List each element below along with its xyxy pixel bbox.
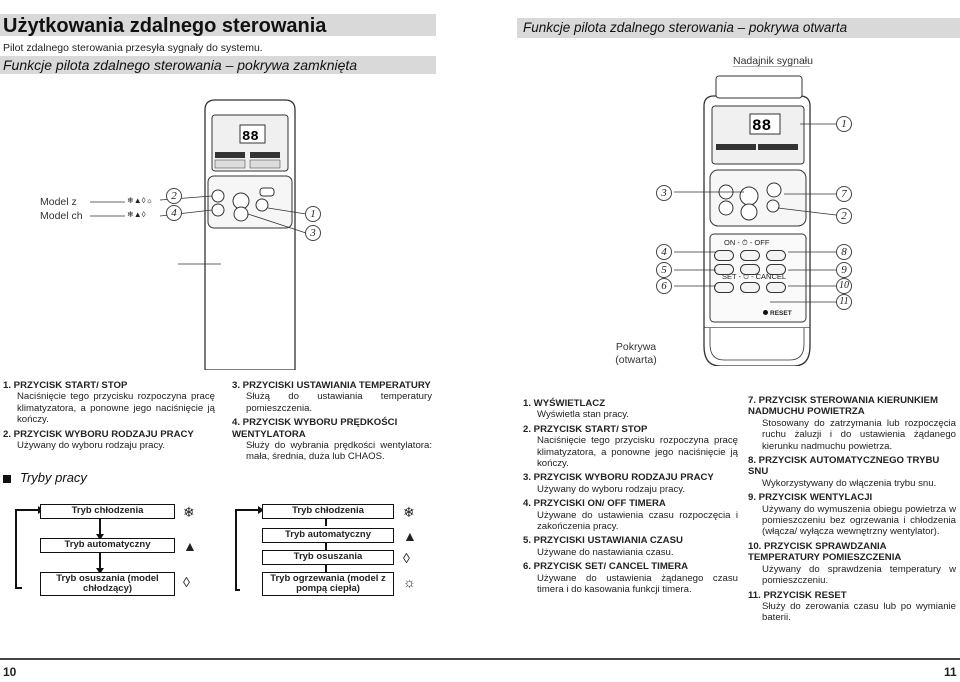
r-item-11-body: Służy do zerowania czasu lub po wymianie… — [762, 600, 956, 624]
mode-icons-small: ❄▲◊☼❄▲◊ — [127, 196, 153, 219]
mode-cycle-arrows-cool — [15, 506, 327, 591]
item-1-body: Naciśnięcie tego przycisku rozpoczyna pr… — [17, 391, 215, 426]
callout-r6: 6 — [656, 278, 672, 294]
right-col-1: 1. WYŚWIETLACZ Wyświetla stan pracy. 2. … — [523, 398, 738, 599]
mode-heat-2: Tryb automatyczny — [262, 528, 394, 543]
cover-label: Pokrywa (otwarta) — [615, 341, 657, 366]
r-item-10-body: Używany do sprawdzenia temperatury w pom… — [762, 563, 956, 587]
item-2-heading: 2. PRZYCISK WYBORU RODZAJU PRACY — [3, 428, 194, 440]
square-bullet-icon — [3, 475, 11, 483]
right-section-title: Funkcje pilota zdalnego sterowania – pok… — [523, 20, 848, 35]
callout-r9: 9 — [836, 262, 852, 278]
page-title: Użytkowania zdalnego sterowania — [3, 15, 327, 37]
timer-off-button — [714, 264, 734, 275]
model-label-1: Model z — [40, 196, 77, 208]
r-item-7-heading: 7. PRZYCISK STEROWANIA KIERUNKIEM NADMUC… — [748, 395, 938, 418]
tryby-heading: Tryby pracy — [20, 470, 87, 485]
left-subtitle: Pilot zdalnego sterowania przesyła sygna… — [3, 42, 263, 54]
callout-r5: 5 — [656, 262, 672, 278]
room-temp-button — [766, 282, 786, 293]
page-number-right: 11 — [944, 665, 957, 679]
callout-lines-right — [674, 123, 845, 303]
mode-cool-2: Tryb automatyczny — [40, 538, 175, 553]
r-item-8-heading: 8. PRZYCISK AUTOMATYCZNEGO TRYBU SNU — [748, 455, 940, 478]
r-item-11-heading: 11. PRZYCISK RESET — [748, 589, 847, 601]
timer-down-button — [740, 264, 760, 275]
r-item-1-body: Wyświetla stan pracy. — [537, 409, 629, 421]
vent-button — [766, 264, 786, 275]
right-section-bar — [517, 18, 960, 38]
callout-2: 2 — [166, 188, 182, 204]
left-title-bar — [0, 14, 436, 36]
model-label-2: Model ch — [40, 210, 83, 222]
timer-on-button — [714, 250, 734, 261]
r-item-4-heading: 4. PRZYCISKI ON/ OFF TIMERA — [523, 498, 666, 510]
page-number-left: 10 — [3, 665, 17, 679]
set-cancel-timer-label: SET - ⏱ - CANCEL — [722, 272, 787, 281]
callout-r11: 11 — [836, 294, 852, 310]
callout-3: 3 — [305, 225, 321, 241]
auto-mode-icon: ▲ — [183, 538, 197, 554]
timer-up-button — [740, 250, 760, 261]
callout-r3: 3 — [656, 185, 672, 201]
snowflake-icon: ❄ — [183, 504, 195, 520]
callout-1: 1 — [305, 206, 321, 222]
callout-r1: 1 — [836, 116, 852, 132]
r-item-9-heading: 9. PRZYCISK WENTYLACJI — [748, 492, 873, 504]
reset-label: RESET — [770, 310, 792, 317]
r-item-4-body: Używane do ustawienia czasu rozpoczęcia … — [537, 509, 738, 533]
callout-r10: 10 — [836, 278, 852, 294]
r-item-8-body: Wykorzystywany do włączenia trybu snu. — [762, 477, 937, 489]
mode-heat-4: Tryb ogrzewania (model z pompą ciepła) — [262, 572, 394, 596]
on-off-timer-label: ON - ⏱ - OFF — [724, 238, 770, 247]
r-item-3-body: Używany do wyboru rodzaju pracy. — [537, 483, 686, 495]
left-col-1: 1. PRZYCISK START/ STOP Naciśnięcie tego… — [3, 380, 215, 454]
callout-r8: 8 — [836, 244, 852, 260]
timer-cancel-button — [740, 282, 760, 293]
sun-icon: ☼ — [403, 574, 416, 590]
r-item-7-body: Stosowany do zatrzymania lub rozpoczęcia… — [762, 417, 956, 452]
right-col-2: 7. PRZYCISK STEROWANIA KIERUNKIEM NADMUC… — [748, 395, 956, 627]
reset-button — [763, 310, 768, 315]
r-item-5-heading: 5. PRZYCISKI USTAWIANIA CZASU — [523, 535, 683, 547]
callout-r2: 2 — [836, 208, 852, 224]
mode-heat-3: Tryb osuszania — [262, 550, 394, 565]
left-section-title: Funkcje pilota zdalnego sterowania – pok… — [3, 57, 358, 73]
mode-cool-1: Tryb chłodzenia — [40, 504, 175, 519]
r-item-2-body: Naciśnięcie tego przycisku rozpoczyna pr… — [537, 435, 738, 470]
left-section-bar — [0, 56, 436, 74]
callout-r7: 7 — [836, 186, 852, 202]
transmitter-label: Nadajnik sygnału — [733, 55, 813, 67]
drop-icon: ◊ — [183, 574, 190, 590]
item-1-heading: 1. PRZYCISK START/ STOP — [3, 380, 128, 391]
timer-set-button — [714, 282, 734, 293]
drop-icon: ◊ — [403, 550, 410, 566]
item-3-heading: 3. PRZYCISKI USTAWIANIA TEMPERATURY — [232, 380, 431, 391]
svg-text:88: 88 — [752, 117, 771, 135]
r-item-2-heading: 2. PRZYCISK START/ STOP — [523, 423, 648, 435]
callout-4: 4 — [166, 205, 182, 221]
callout-r4: 4 — [656, 244, 672, 260]
mode-heat-1: Tryb chłodzenia — [262, 504, 394, 519]
r-item-10-heading: 10. PRZYCISK SPRAWDZANIA TEMPERATURY POM… — [748, 540, 902, 564]
r-item-6-heading: 6. PRZYCISK SET/ CANCEL TIMERA — [523, 561, 689, 573]
remote-closed-illustration: 88 — [90, 99, 307, 370]
svg-text:88: 88 — [242, 129, 259, 145]
sleep-button — [766, 250, 786, 261]
snowflake-icon: ❄ — [403, 504, 415, 520]
r-item-9-body: Używany do wymuszenia obiegu powietrza w… — [762, 503, 956, 538]
item-4-body: Służy do wybrania prędkości wentylatora:… — [246, 440, 432, 463]
footer-rule — [0, 658, 960, 660]
r-item-3-heading: 3. PRZYCISK WYBORU RODZAJU PRACY — [523, 472, 714, 484]
r-item-5-body: Używane do nastawiania czasu. — [537, 546, 674, 558]
item-2-body: Używany do wyboru rodzaju pracy. — [17, 440, 166, 452]
auto-mode-icon: ▲ — [403, 528, 417, 544]
r-item-6-body: Używane do ustawienia żądanego czasu tim… — [537, 572, 738, 596]
r-item-1-heading: 1. WYŚWIETLACZ — [523, 398, 606, 409]
mode-cool-3: Tryb osuszania (model chłodzący) — [40, 572, 175, 596]
left-col-2: 3. PRZYCISKI USTAWIANIA TEMPERATURY Służ… — [232, 380, 432, 466]
item-4-heading: 4. PRZYCISK WYBORU PRĘDKOŚCI WENTYLATORA — [232, 417, 398, 440]
item-3-body: Służą do ustawiania temperatury pomieszc… — [246, 391, 432, 414]
